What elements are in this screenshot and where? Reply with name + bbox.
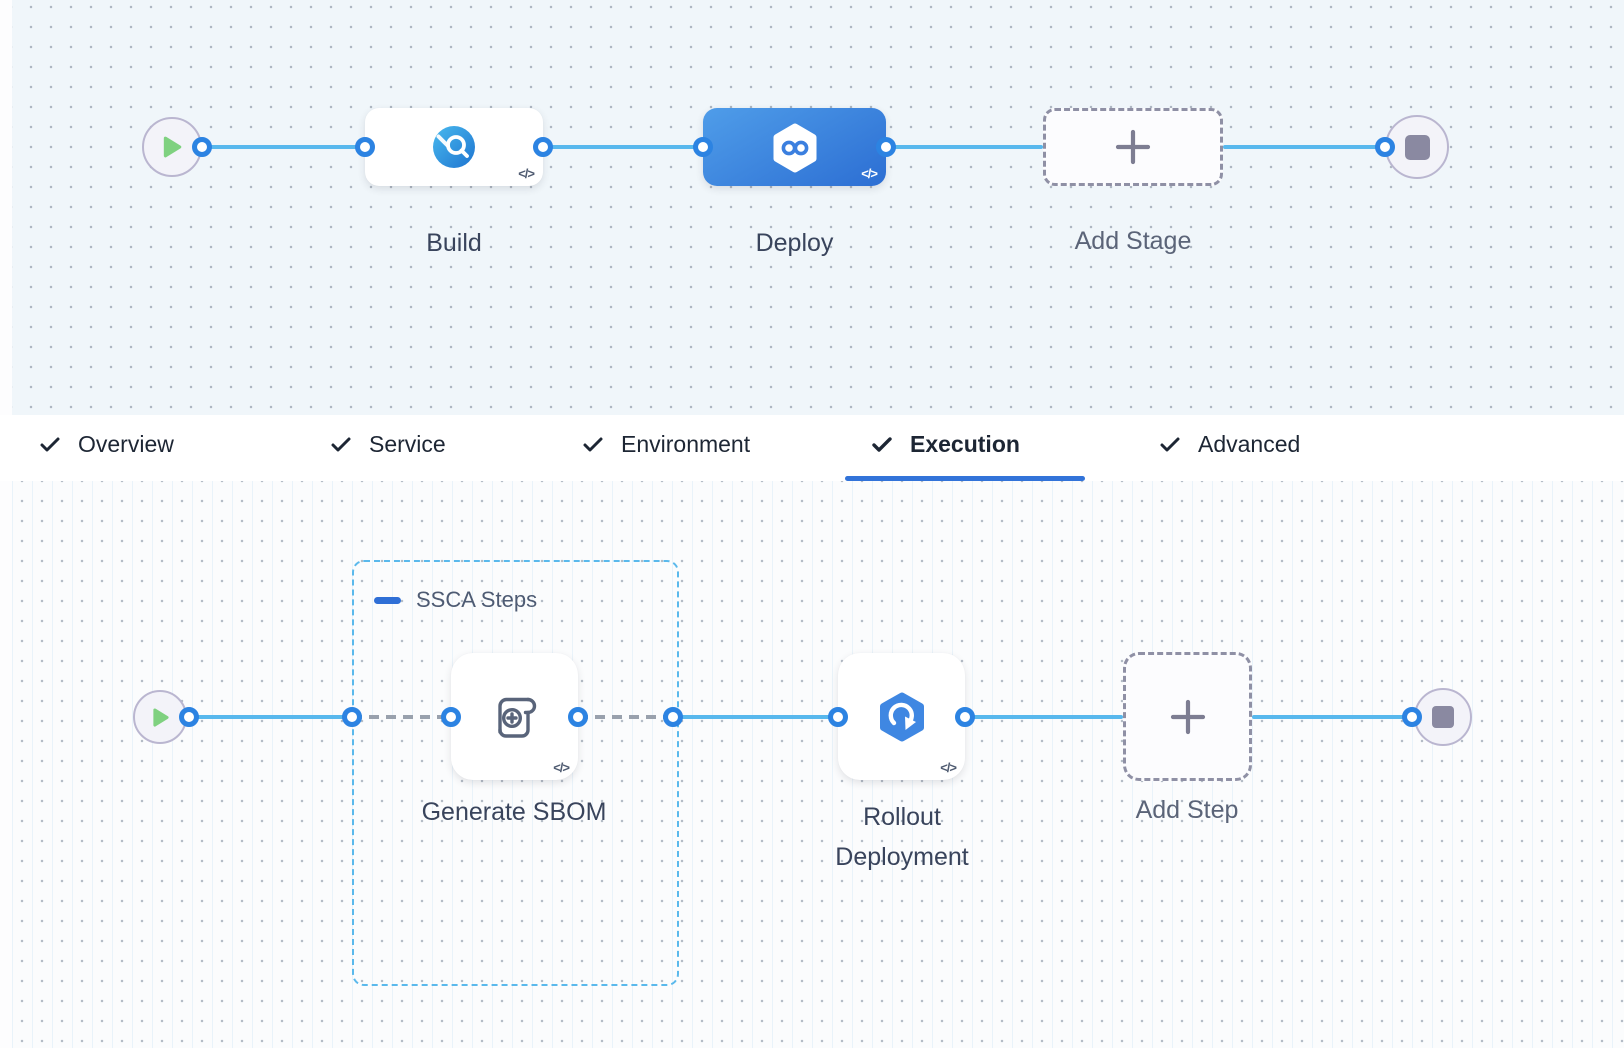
code-icon: </> — [553, 760, 570, 775]
tab-overview[interactable]: Overview — [38, 415, 174, 473]
connector-line-dashed — [352, 715, 451, 719]
stage-label-deploy: Deploy — [755, 229, 834, 257]
step-card-rollout-deployment[interactable]: </> — [838, 653, 965, 780]
sbom-scroll-icon — [497, 697, 536, 738]
step-group-label: SSCA Steps — [416, 587, 538, 612]
tab-execution[interactable]: Execution — [870, 415, 1020, 473]
stage-label-add-stage: Add Stage — [1074, 227, 1192, 255]
tab-environment[interactable]: Environment — [581, 415, 750, 473]
connector-port[interactable] — [342, 707, 362, 727]
tab-service[interactable]: Service — [329, 415, 446, 473]
stage-canvas: </> </> Build Deploy — [0, 0, 1624, 415]
connector-port[interactable] — [192, 137, 212, 157]
connector-port[interactable] — [876, 137, 896, 157]
add-stage-button[interactable] — [1043, 108, 1223, 186]
plus-icon — [1115, 129, 1151, 165]
collapse-group-icon[interactable] — [374, 596, 401, 604]
step-group-header: SSCA Steps — [374, 587, 537, 613]
connector-line — [673, 715, 838, 719]
tab-label: Advanced — [1198, 430, 1301, 457]
execution-end-node — [1414, 688, 1472, 746]
connector-line — [189, 715, 352, 719]
rollout-deployment-icon — [879, 692, 924, 741]
step-label-rollout-deployment: Rollout Deployment — [835, 803, 969, 871]
code-icon: </> — [518, 166, 535, 181]
plus-icon — [1170, 699, 1205, 734]
step-label-add-step: Add Step — [1135, 796, 1239, 824]
connector-line — [543, 145, 703, 149]
execution-canvas: SSCA Steps </> — [0, 481, 1624, 1048]
connector-line — [1223, 145, 1385, 149]
check-icon — [870, 432, 894, 456]
tab-label: Environment — [621, 430, 751, 457]
execution-start-node — [133, 690, 187, 744]
connector-line — [202, 145, 365, 149]
connector-port[interactable] — [568, 707, 588, 727]
tab-advanced[interactable]: Advanced — [1158, 415, 1300, 473]
step-group-ssca: SSCA Steps — [352, 560, 679, 986]
connector-line-dashed — [578, 715, 673, 719]
add-step-button[interactable] — [1123, 652, 1252, 781]
connector-port[interactable] — [533, 137, 553, 157]
pipeline-end-node — [1385, 115, 1449, 179]
active-tab-indicator — [845, 476, 1085, 481]
step-label-generate-sbom: Generate SBOM — [421, 798, 607, 826]
connector-port[interactable] — [1402, 707, 1422, 727]
connector-port[interactable] — [828, 707, 848, 727]
stage-card-deploy[interactable]: </> — [703, 108, 886, 186]
stop-icon — [1432, 706, 1454, 728]
stage-card-build[interactable]: </> — [365, 108, 543, 186]
connector-line — [886, 145, 1043, 149]
connector-port[interactable] — [441, 707, 461, 727]
connector-line — [1252, 715, 1412, 719]
build-ci-icon — [433, 126, 475, 168]
stage-config-tabbar: Overview Service Environment Execution A… — [0, 415, 1624, 481]
tab-label: Service — [369, 430, 446, 457]
stop-icon — [1404, 134, 1430, 160]
connector-port[interactable] — [693, 137, 713, 157]
play-icon — [163, 136, 182, 158]
tab-label: Execution — [910, 430, 1020, 457]
play-icon — [152, 707, 169, 727]
connector-port[interactable] — [355, 137, 375, 157]
check-icon — [581, 432, 605, 456]
code-icon: </> — [940, 760, 957, 775]
check-icon — [329, 432, 353, 456]
connector-port[interactable] — [1375, 137, 1395, 157]
stage-label-build: Build — [426, 229, 482, 257]
connector-line — [965, 715, 1123, 719]
check-icon — [1158, 432, 1182, 456]
code-icon: </> — [861, 166, 878, 181]
check-icon — [38, 432, 62, 456]
deploy-cd-icon — [773, 123, 816, 173]
connector-port[interactable] — [179, 707, 199, 727]
tab-label: Overview — [78, 430, 174, 457]
step-card-generate-sbom[interactable]: </> — [451, 653, 578, 780]
connector-port[interactable] — [955, 707, 975, 727]
connector-port[interactable] — [663, 707, 683, 727]
